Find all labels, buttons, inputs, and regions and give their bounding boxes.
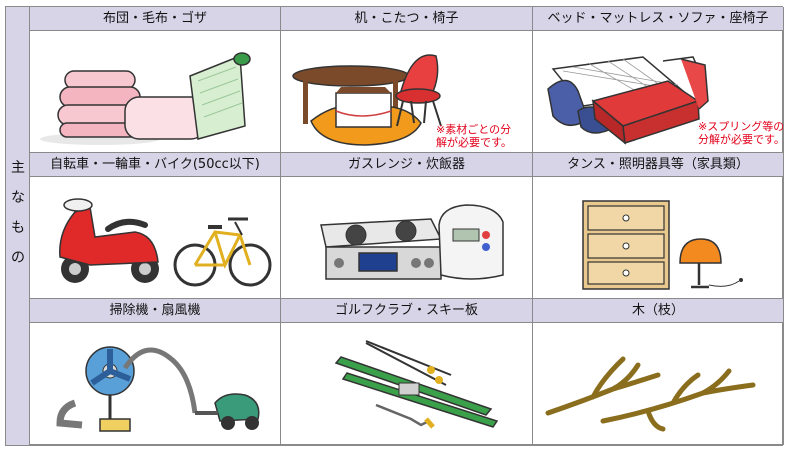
cell-image-chest [533, 177, 784, 299]
side-char-1: 主 [11, 160, 25, 176]
futon-blanket-mat-icon [40, 52, 251, 145]
golf-ski-icon [334, 340, 499, 429]
cell-image-table: ※素材ごとの分 解が必要です。 [281, 31, 533, 153]
side-char-2: な [11, 190, 25, 206]
table-kotatsu-chair-icon [292, 54, 442, 146]
side-char-4: の [11, 250, 25, 266]
gas-range-rice-cooker-icon [320, 204, 504, 280]
cell-header-gas-range: ガスレンジ・炊飯器 [281, 153, 533, 177]
chest-lamp-icon [582, 200, 743, 290]
cell-image-bed: ※スプリング等の 分解が必要です。 [533, 31, 784, 153]
vacuum-fan-icon [56, 346, 260, 432]
cell-header-futon: 布団・毛布・ゴザ [30, 7, 281, 31]
bicycle-scooter-icon [59, 198, 272, 287]
cell-header-chest: タンス・照明器具等（家具類） [533, 153, 784, 177]
cell-image-futon [30, 31, 281, 153]
branches-icon [545, 356, 756, 432]
cell-header-table: 机・こたつ・椅子 [281, 7, 533, 31]
side-char-3: も [11, 220, 25, 236]
cell-header-branches: 木（枝） [533, 299, 784, 323]
note-bed: ※スプリング等の 分解が必要です。 [698, 120, 784, 146]
bed-mattress-sofa-icon [547, 56, 709, 145]
note-table: ※素材ごとの分 解が必要です。 [436, 123, 512, 149]
side-header: 主 な も の [6, 7, 30, 445]
cell-image-gas-range [281, 177, 533, 299]
bulky-items-table: 主 な も の 布団・毛布・ゴザ 机・こたつ・椅子 [5, 6, 784, 446]
cell-header-bicycle: 自転車・一輪車・バイク(50cc以下) [30, 153, 281, 177]
cell-header-bed: ベッド・マットレス・ソファ・座椅子 [533, 7, 784, 31]
cell-image-vacuum [30, 323, 281, 445]
cell-image-golf [281, 323, 533, 445]
cell-image-branches [533, 323, 784, 445]
cell-header-vacuum: 掃除機・扇風機 [30, 299, 281, 323]
cell-image-bicycle [30, 177, 281, 299]
cell-header-golf: ゴルフクラブ・スキー板 [281, 299, 533, 323]
